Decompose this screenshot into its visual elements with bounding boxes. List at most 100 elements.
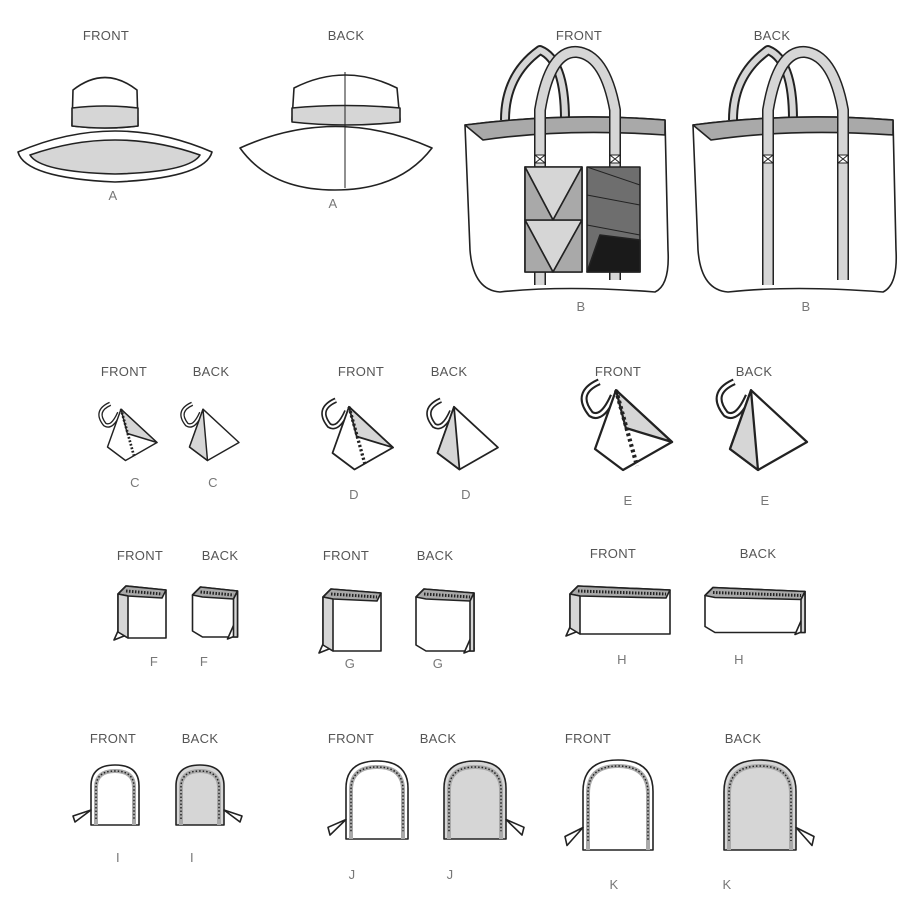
view-label-back: BACK xyxy=(192,364,230,379)
view-label-front: FRONT xyxy=(564,731,612,746)
view-label-g: G xyxy=(344,656,356,671)
pouch-side xyxy=(728,389,760,472)
zipper xyxy=(347,406,368,467)
box-side xyxy=(569,593,581,635)
view-label-b: B xyxy=(801,299,811,314)
view-label-h: H xyxy=(617,652,627,667)
view-label-back: BACK xyxy=(419,731,457,746)
zipper xyxy=(119,408,136,459)
view-label-k: K xyxy=(609,877,619,892)
wrist-strap-inner xyxy=(181,402,203,427)
pouch-d-front xyxy=(321,397,394,471)
pouch-i-back xyxy=(175,764,243,826)
hat-front-drawing xyxy=(17,76,213,183)
box-side xyxy=(117,593,129,639)
view-label-e: E xyxy=(623,493,633,508)
pouch-side xyxy=(188,408,209,462)
brim-underside xyxy=(29,139,201,175)
pouch-d-back xyxy=(426,397,499,471)
zipper-pull-tab xyxy=(795,826,815,847)
zipper-teeth xyxy=(587,765,649,841)
handle-back-inner xyxy=(730,47,796,121)
pouch-h-back xyxy=(704,586,806,636)
pouch-e-back xyxy=(715,378,809,472)
view-label-j: J xyxy=(348,867,356,882)
zipper-teeth xyxy=(180,770,220,819)
view-label-g: G xyxy=(432,656,444,671)
hat-band xyxy=(71,105,139,129)
zipper-teeth xyxy=(350,766,404,832)
pocket-dark-section xyxy=(586,234,641,273)
view-label-c: C xyxy=(208,475,218,490)
view-label-b: B xyxy=(576,299,586,314)
wrist-strap-inner xyxy=(427,399,453,428)
pouch-e-front xyxy=(580,378,674,472)
bartack xyxy=(609,154,621,164)
view-label-f: F xyxy=(199,654,209,669)
view-label-front: FRONT xyxy=(555,28,603,43)
view-label-front: FRONT xyxy=(82,28,130,43)
view-label-d: D xyxy=(461,487,471,502)
zipper-pull-tab xyxy=(564,826,584,847)
bartack xyxy=(762,154,774,164)
zipper-pull-tab xyxy=(327,818,347,836)
pouch-f-back xyxy=(191,586,239,640)
view-label-back: BACK xyxy=(735,364,773,379)
view-label-back: BACK xyxy=(201,548,239,563)
view-label-back: BACK xyxy=(430,364,468,379)
box-side xyxy=(322,596,334,652)
pouch-k-back xyxy=(723,759,815,851)
pouch-j-front xyxy=(327,760,409,840)
bartack xyxy=(837,154,849,164)
bartack xyxy=(534,154,546,164)
pocket-seams xyxy=(586,166,641,236)
view-label-back: BACK xyxy=(753,28,791,43)
handle-back-inner xyxy=(502,47,568,121)
view-label-front: FRONT xyxy=(116,548,164,563)
box-side xyxy=(469,592,475,652)
view-label-back: BACK xyxy=(416,548,454,563)
wrist-strap-inner xyxy=(582,380,615,417)
wrist-strap-inner xyxy=(322,399,348,428)
view-label-c: C xyxy=(130,475,140,490)
box-side xyxy=(232,590,239,638)
zipper-teeth xyxy=(125,589,163,596)
view-label-back: BACK xyxy=(724,731,762,746)
strap-fill xyxy=(535,47,620,285)
view-label-front: FRONT xyxy=(327,731,375,746)
box-side xyxy=(800,590,806,634)
view-label-d: D xyxy=(349,487,359,502)
view-label-j: J xyxy=(446,867,454,882)
view-label-h: H xyxy=(734,652,744,667)
zipper-teeth xyxy=(95,770,135,819)
view-label-back: BACK xyxy=(739,546,777,561)
zipper-pull-tab xyxy=(505,818,525,836)
view-label-front: FRONT xyxy=(337,364,385,379)
wrist-strap-inner xyxy=(717,380,750,417)
zipper-teeth xyxy=(728,765,792,841)
view-label-a: A xyxy=(328,196,338,211)
view-label-front: FRONT xyxy=(100,364,148,379)
view-label-e: E xyxy=(760,493,770,508)
view-label-front: FRONT xyxy=(89,731,137,746)
pouch-f-front xyxy=(113,585,167,641)
zipper-teeth xyxy=(200,590,234,597)
view-label-front: FRONT xyxy=(322,548,370,563)
zipper-pull-tab xyxy=(223,809,243,823)
zipper-pull-tab xyxy=(72,809,92,823)
pouch-side xyxy=(436,405,461,471)
pouch-c-back xyxy=(180,401,240,462)
pouch-g-back xyxy=(415,588,475,654)
hat-brim xyxy=(239,125,433,191)
pouch-h-front xyxy=(565,585,671,637)
view-label-i: I xyxy=(116,850,120,865)
dome-body xyxy=(175,764,225,826)
view-label-a: A xyxy=(108,188,118,203)
pouch-k-front xyxy=(564,759,654,851)
view-label-front: FRONT xyxy=(594,364,642,379)
pocket-triangles-mid xyxy=(524,166,583,273)
view-label-front: FRONT xyxy=(589,546,637,561)
dome-body xyxy=(345,760,409,840)
